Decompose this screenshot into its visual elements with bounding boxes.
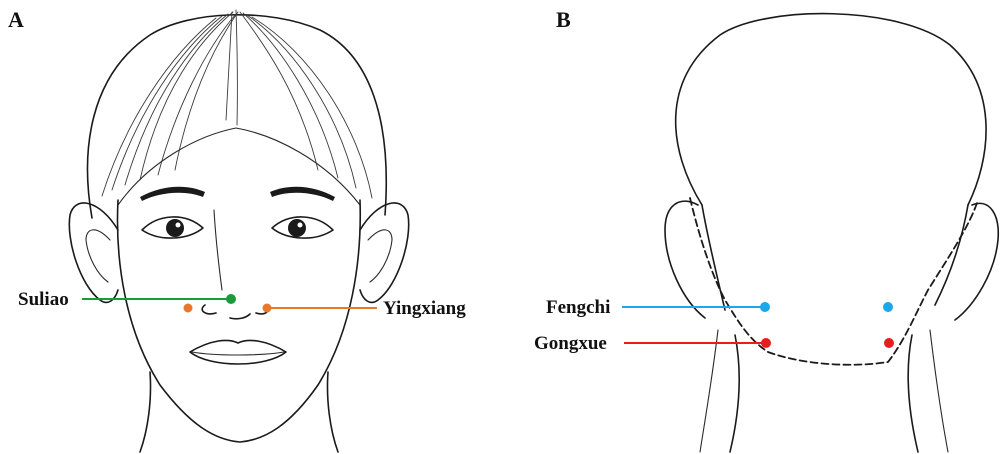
lips <box>189 339 287 365</box>
fengchi-label: Fengchi <box>546 297 610 318</box>
gongxue-label: Gongxue <box>534 333 607 354</box>
skull-outline <box>674 12 987 206</box>
gongxue-dot-right <box>884 338 894 348</box>
left-eyebrow <box>140 186 205 201</box>
hair-strands <box>101 9 373 199</box>
fengchi-marker: Fengchi <box>546 297 893 318</box>
back-right-ear <box>954 202 1000 321</box>
gongxue-dot-left <box>761 338 771 348</box>
neck-left <box>139 371 152 453</box>
yingxiang-dot-left <box>183 303 193 313</box>
nose-bridge <box>213 209 223 291</box>
yingxiang-marker: Yingxiang <box>183 298 466 319</box>
face-contour <box>116 199 362 443</box>
panel-b-letter: B <box>556 7 571 32</box>
suliao-dot <box>226 294 236 304</box>
yingxiang-label: Yingxiang <box>383 298 466 319</box>
gongxue-marker: Gongxue <box>534 333 894 354</box>
panel-b: B Fengchi <box>534 7 1000 453</box>
right-ear <box>359 202 410 304</box>
occipital-hairline <box>689 197 979 366</box>
fengchi-dot-right <box>883 302 893 312</box>
back-neck-left <box>729 334 740 453</box>
hair-outline <box>86 14 388 219</box>
left-ear <box>68 202 119 304</box>
suliao-marker: Suliao <box>18 289 236 310</box>
back-head-illustration <box>664 12 1000 453</box>
face-illustration <box>68 9 410 453</box>
left-eye <box>141 216 204 239</box>
right-eye <box>271 216 334 239</box>
panel-a-letter: A <box>8 7 24 32</box>
back-left-ear <box>664 200 706 319</box>
right-eyebrow <box>270 186 335 201</box>
panel-a: A <box>8 7 466 453</box>
nostrils <box>201 304 270 320</box>
fengchi-dot-left <box>760 302 770 312</box>
suliao-label: Suliao <box>18 289 69 310</box>
hairline <box>117 127 361 206</box>
back-neck-right <box>907 334 919 453</box>
head-right-side <box>934 204 969 306</box>
head-left-side <box>701 204 726 311</box>
neck-right <box>326 371 339 453</box>
